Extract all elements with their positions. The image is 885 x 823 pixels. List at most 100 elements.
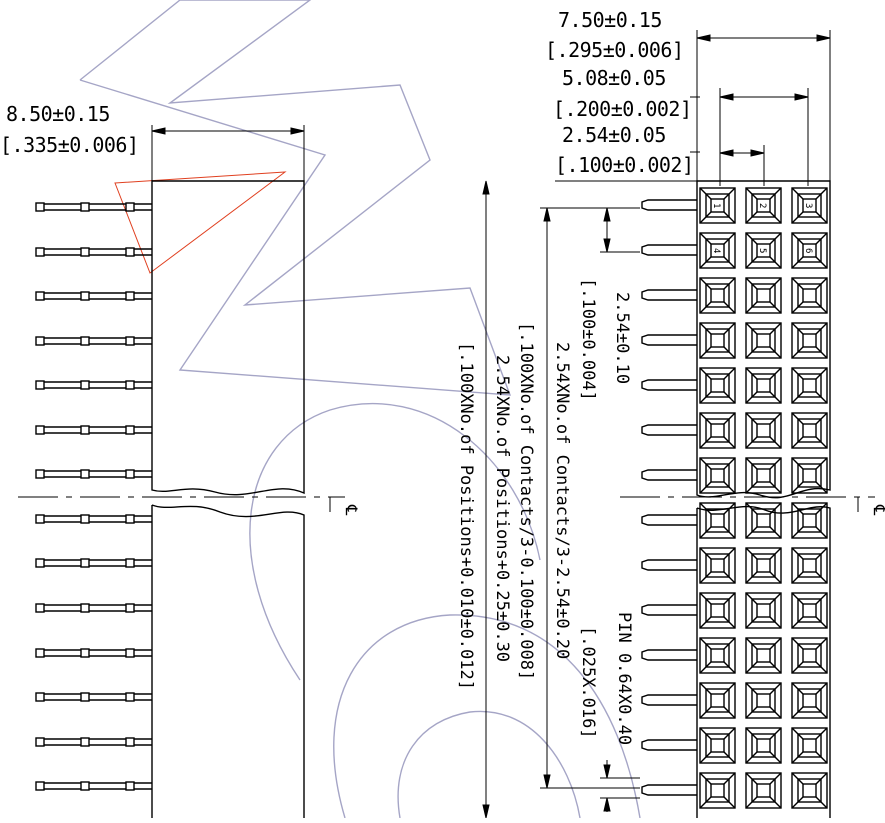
front-pin: [641, 199, 697, 211]
contact-number: 4: [711, 248, 721, 253]
contact-cell: [699, 727, 736, 764]
row-pitch-imperial: [.100±0.002]: [555, 153, 694, 177]
contact-cell: [791, 547, 828, 584]
pitch-imperial: [.100±0.004]: [578, 278, 598, 401]
contact-number: 3: [803, 203, 813, 208]
contact-cell: [791, 727, 828, 764]
side-height-dimension: [151, 125, 305, 181]
contact-cell: [745, 502, 782, 539]
front-centerline-symbol: ℄: [870, 504, 885, 516]
front-centerline: [620, 496, 875, 512]
side-view: [35, 180, 305, 818]
contact-number: 2: [757, 203, 767, 208]
contact-cell: [745, 547, 782, 584]
contact-cell: [745, 727, 782, 764]
contact-cell: [699, 457, 736, 494]
side-pin: [35, 247, 152, 257]
contact-cell: [745, 682, 782, 719]
contact-cell: [699, 367, 736, 404]
row-pitch-metric: 2.54±0.05: [562, 123, 666, 147]
side-pin: [35, 648, 152, 658]
contact-cell: [699, 502, 736, 539]
side-pin: [35, 291, 152, 301]
top-dimensions: [555, 30, 831, 186]
front-pin: [641, 604, 697, 616]
front-pins: [641, 199, 697, 796]
side-pin: [35, 380, 152, 390]
side-pin: [35, 514, 152, 524]
watermark-logo: [79, 0, 641, 819]
vertical-dimension-lines: [482, 180, 640, 819]
vertical-labels: 2.54±0.10 [.100±0.004] 2.54XNo.of Contac…: [456, 278, 634, 745]
contact-cell: [791, 232, 828, 269]
front-pin: [641, 559, 697, 571]
row-span-imperial: [.200±0.002]: [553, 97, 692, 121]
front-pin: [641, 289, 697, 301]
contact-number: 1: [711, 203, 721, 208]
contact-cell: [699, 547, 736, 584]
contact-cell: [699, 682, 736, 719]
contact-cell: [791, 412, 828, 449]
row-span-metric: 5.08±0.05: [562, 66, 666, 90]
front-pin: [641, 694, 697, 706]
side-centerline-symbol: ℄: [342, 504, 361, 516]
positions-imperial: [.100XNo.of Positions+0.010±0.012]: [456, 342, 476, 690]
front-pin: [641, 649, 697, 661]
contact-cell: [699, 592, 736, 629]
side-pin: [35, 425, 152, 435]
front-pin: [641, 334, 697, 346]
front-pin: [641, 514, 697, 526]
side-pin: [35, 558, 152, 568]
pitch-metric: 2.54±0.10: [612, 292, 632, 384]
side-centerline: [18, 496, 345, 512]
contact-cell: [745, 412, 782, 449]
contact-cell: [791, 502, 828, 539]
marker-triangle: [114, 171, 287, 274]
width-metric: 7.50±0.15: [558, 8, 662, 32]
contact-cell: [791, 322, 828, 359]
contact-cell: [791, 277, 828, 314]
contact-numbers: 1 2 3 4 5 6: [711, 203, 813, 253]
side-pin: [35, 603, 152, 613]
contact-cell: [699, 187, 736, 224]
contact-cell: [745, 457, 782, 494]
contact-cell: [791, 187, 828, 224]
contact-cell: [699, 412, 736, 449]
side-height-imperial: [.335±0.006]: [0, 133, 139, 157]
contact-cell: [699, 277, 736, 314]
front-pin: [641, 379, 697, 391]
contact-cell: [745, 592, 782, 629]
contact-cell: [699, 772, 736, 809]
contact-cell: [745, 277, 782, 314]
contact-cell: [791, 772, 828, 809]
side-pin: [35, 336, 152, 346]
side-pin: [35, 692, 152, 702]
contacts-metric: 2.54XNo.of Contacts/3-2.54±0.20: [552, 342, 572, 659]
front-pin: [641, 469, 697, 481]
contact-cell: [745, 322, 782, 359]
contact-cell: [791, 592, 828, 629]
side-body-bottom: [151, 504, 305, 818]
side-height-metric: 8.50±0.15: [6, 102, 110, 126]
side-pin: [35, 737, 152, 747]
front-pin: [641, 424, 697, 436]
side-pin: [35, 202, 152, 212]
contact-cell: [699, 322, 736, 359]
pin-size-imperial: [.025X.016]: [578, 626, 598, 739]
contact-cell: [791, 367, 828, 404]
width-imperial: [.295±0.006]: [545, 38, 684, 62]
contact-cell: [745, 187, 782, 224]
contact-cell: [791, 457, 828, 494]
contact-cell: [791, 637, 828, 674]
contact-cell: [699, 637, 736, 674]
front-view: [641, 180, 831, 818]
front-pin: [641, 244, 697, 256]
front-body-top: [696, 180, 831, 499]
side-pin: [35, 469, 152, 479]
front-pin: [641, 784, 697, 796]
side-pins: [35, 202, 152, 791]
contact-cell: [745, 367, 782, 404]
contact-number: 6: [803, 248, 813, 253]
